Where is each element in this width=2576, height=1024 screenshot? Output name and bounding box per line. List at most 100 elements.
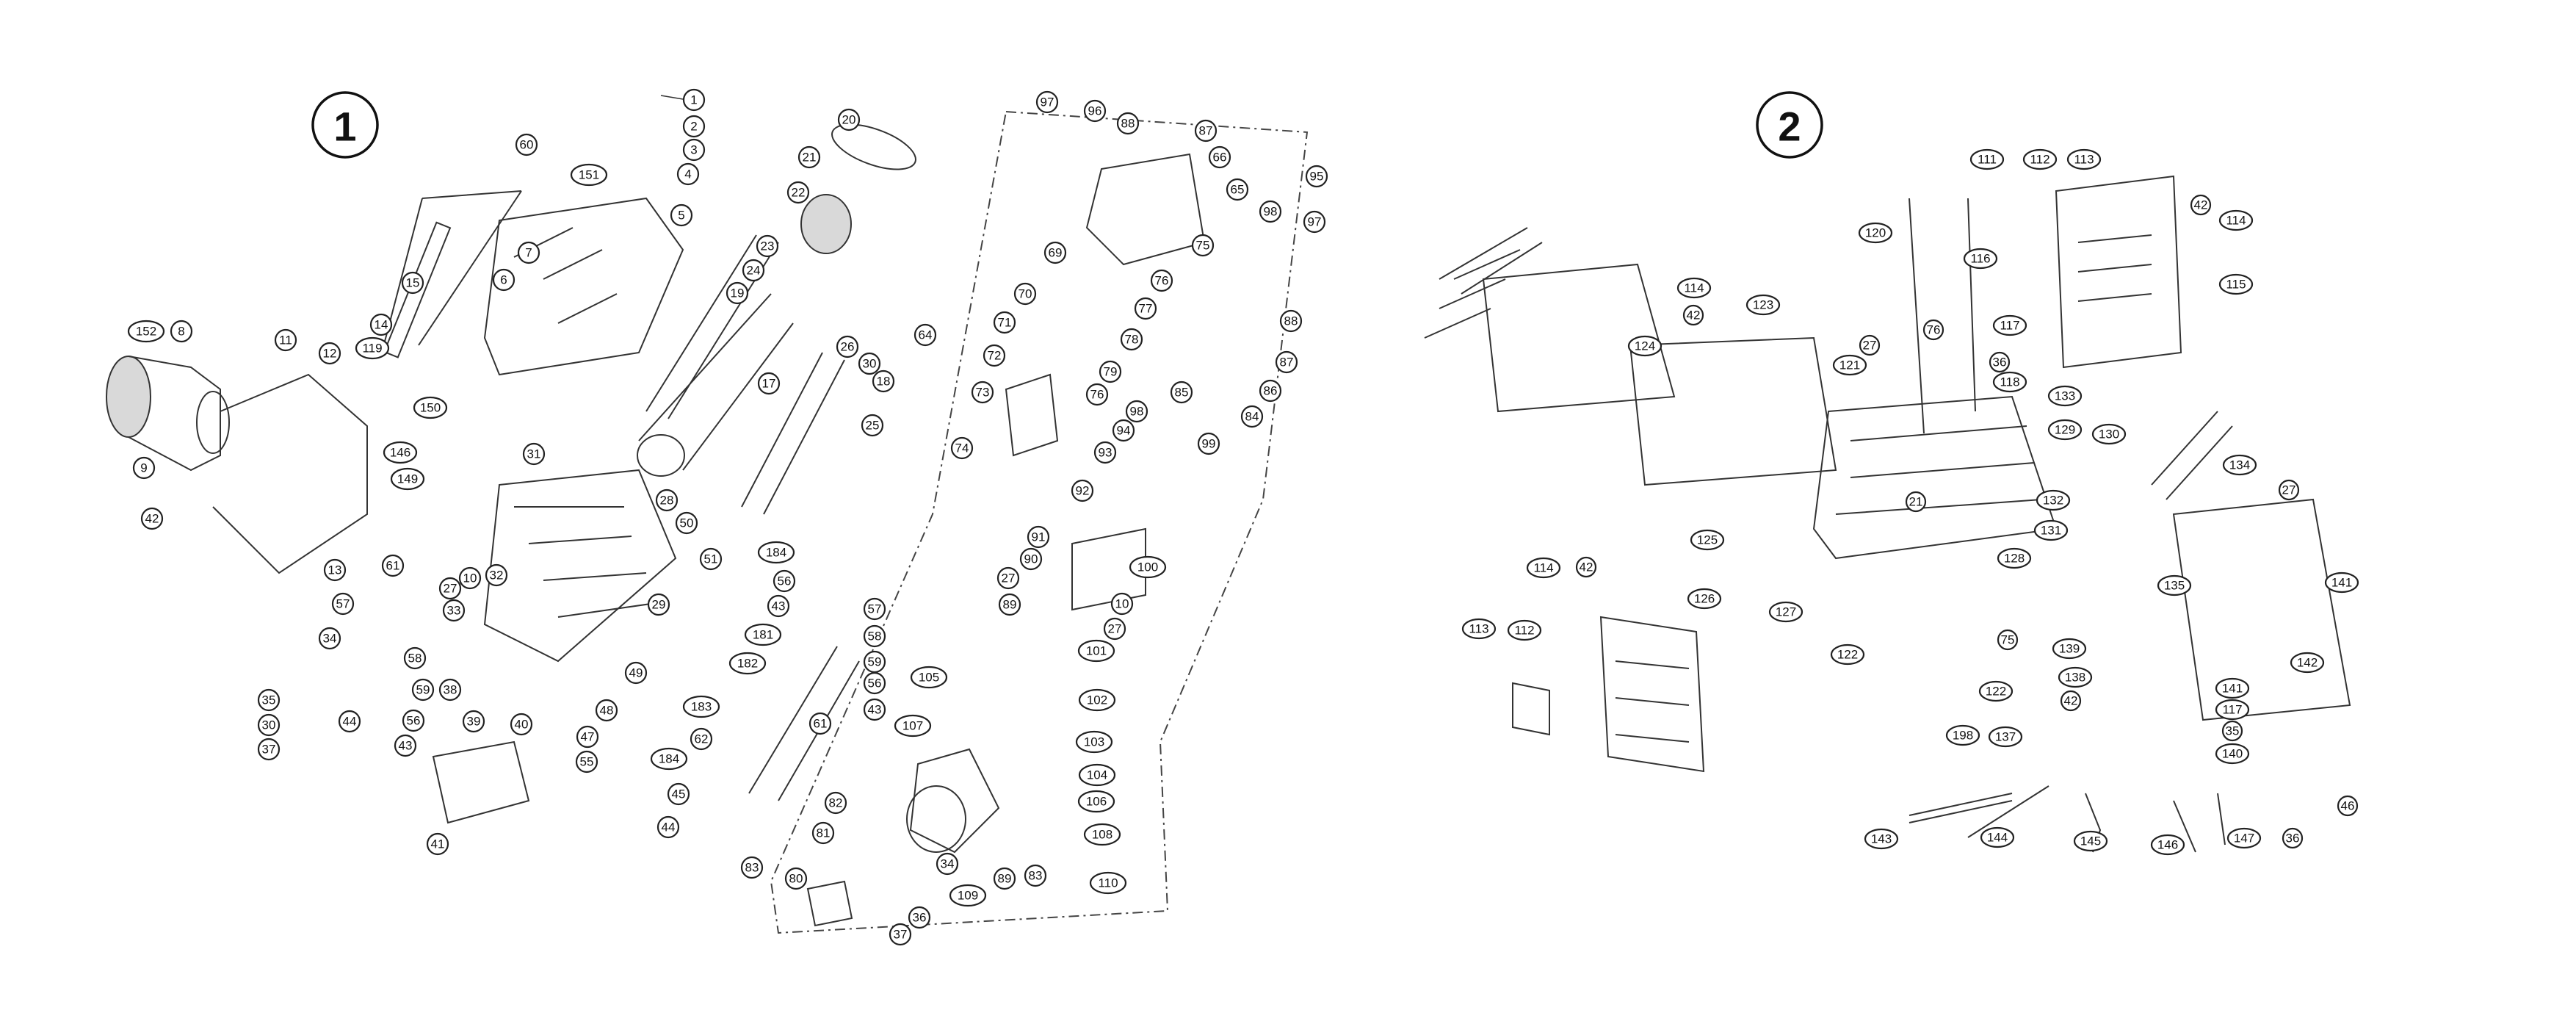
svg-text:198: 198 <box>1953 729 1973 743</box>
svg-text:30: 30 <box>262 718 276 732</box>
callout-10-b: 10 <box>1110 592 1134 616</box>
callout-78: 78 <box>1120 328 1143 351</box>
callout-35-b: 35 <box>2221 720 2243 742</box>
callout-43-c: 43 <box>863 698 886 721</box>
svg-text:141: 141 <box>2222 682 2243 696</box>
callout-7: 7 <box>517 241 540 264</box>
svg-text:44: 44 <box>662 821 676 834</box>
callout-19: 19 <box>726 281 749 305</box>
callout-120: 120 <box>1858 222 1893 244</box>
callout-83-b: 83 <box>1024 864 1047 887</box>
callout-76-a: 76 <box>1150 269 1173 292</box>
callout-50: 50 <box>675 511 698 535</box>
callout-41: 41 <box>426 832 449 856</box>
callout-126: 126 <box>1687 588 1722 610</box>
callout-181: 181 <box>744 623 782 646</box>
svg-text:24: 24 <box>747 264 761 278</box>
callout-35: 35 <box>257 688 281 712</box>
svg-text:184: 184 <box>659 752 679 766</box>
callout-30: 30 <box>257 713 281 737</box>
callout-117-a: 117 <box>1992 314 2027 336</box>
svg-text:62: 62 <box>695 732 709 746</box>
callout-75: 75 <box>1191 234 1215 257</box>
callout-2: 2 <box>682 115 706 138</box>
svg-text:183: 183 <box>691 700 712 714</box>
callout-132: 132 <box>2036 489 2071 511</box>
callout-51: 51 <box>699 547 723 571</box>
svg-text:36: 36 <box>2286 832 2300 845</box>
section-marker-1: 1 <box>311 91 379 159</box>
callout-128: 128 <box>1997 547 2032 569</box>
callout-36-b: 36 <box>1989 351 2011 373</box>
callout-146: 146 <box>383 441 418 464</box>
callout-98-a: 98 <box>1259 200 1282 223</box>
section-number-1: 1 <box>333 104 356 150</box>
svg-text:21: 21 <box>803 151 817 165</box>
svg-text:42: 42 <box>2194 198 2208 212</box>
svg-text:126: 126 <box>1694 592 1715 606</box>
svg-text:5: 5 <box>678 209 684 223</box>
svg-text:60: 60 <box>520 138 534 152</box>
callout-150: 150 <box>413 396 448 419</box>
callout-12: 12 <box>318 342 341 365</box>
svg-text:137: 137 <box>1995 730 2016 744</box>
callout-37: 37 <box>257 738 281 761</box>
svg-text:27: 27 <box>1002 572 1016 585</box>
svg-text:31: 31 <box>527 447 541 461</box>
svg-text:1: 1 <box>690 93 697 107</box>
svg-text:55: 55 <box>580 755 594 769</box>
svg-text:76: 76 <box>1927 323 1941 337</box>
svg-text:61: 61 <box>386 559 400 573</box>
svg-text:57: 57 <box>336 597 350 611</box>
svg-text:107: 107 <box>902 719 923 733</box>
callout-60: 60 <box>515 133 538 156</box>
svg-text:6: 6 <box>500 273 507 287</box>
callout-48: 48 <box>595 699 618 722</box>
callout-118: 118 <box>1992 371 2027 393</box>
callout-14: 14 <box>369 313 393 336</box>
svg-text:113: 113 <box>1469 622 1488 636</box>
svg-text:33: 33 <box>447 604 461 618</box>
svg-text:141: 141 <box>2331 576 2352 590</box>
callout-13: 13 <box>323 558 347 582</box>
svg-text:56: 56 <box>778 574 792 588</box>
callout-81: 81 <box>811 821 835 845</box>
svg-text:48: 48 <box>600 704 614 718</box>
callout-44-b: 44 <box>656 815 680 839</box>
callout-131: 131 <box>2033 519 2069 541</box>
callout-87-b: 87 <box>1275 350 1298 374</box>
callout-31: 31 <box>522 442 546 466</box>
callout-59-b: 59 <box>863 650 886 674</box>
svg-text:147: 147 <box>2234 832 2254 845</box>
svg-text:66: 66 <box>1213 151 1227 165</box>
callout-36-c: 36 <box>2282 827 2304 849</box>
callout-184-a: 184 <box>757 541 795 564</box>
callout-115: 115 <box>2218 273 2254 295</box>
svg-text:112: 112 <box>1514 624 1534 638</box>
svg-text:65: 65 <box>1231 183 1245 197</box>
callout-112-a: 112 <box>2022 148 2058 170</box>
callout-76-b: 76 <box>1085 383 1109 406</box>
callout-76-c: 76 <box>1922 319 1944 341</box>
callout-39: 39 <box>462 710 485 733</box>
svg-text:114: 114 <box>1684 281 1704 295</box>
callout-114-a: 114 <box>2218 209 2254 231</box>
callout-101: 101 <box>1077 639 1115 663</box>
callout-66: 66 <box>1208 145 1231 169</box>
callout-110: 110 <box>1089 871 1127 895</box>
svg-text:18: 18 <box>877 375 891 389</box>
callout-11: 11 <box>274 328 297 352</box>
svg-text:99: 99 <box>1202 437 1216 451</box>
svg-text:77: 77 <box>1139 302 1153 316</box>
svg-text:120: 120 <box>1865 226 1886 240</box>
svg-text:128: 128 <box>2004 552 2025 566</box>
diagram-2-artwork <box>1424 175 2351 853</box>
callout-77: 77 <box>1134 297 1157 320</box>
svg-text:38: 38 <box>444 683 457 697</box>
svg-text:151: 151 <box>579 168 599 182</box>
svg-text:85: 85 <box>1175 386 1189 400</box>
svg-text:27: 27 <box>444 582 457 596</box>
svg-text:125: 125 <box>1697 533 1718 547</box>
callout-73: 73 <box>971 381 994 404</box>
svg-text:86: 86 <box>1264 384 1278 398</box>
